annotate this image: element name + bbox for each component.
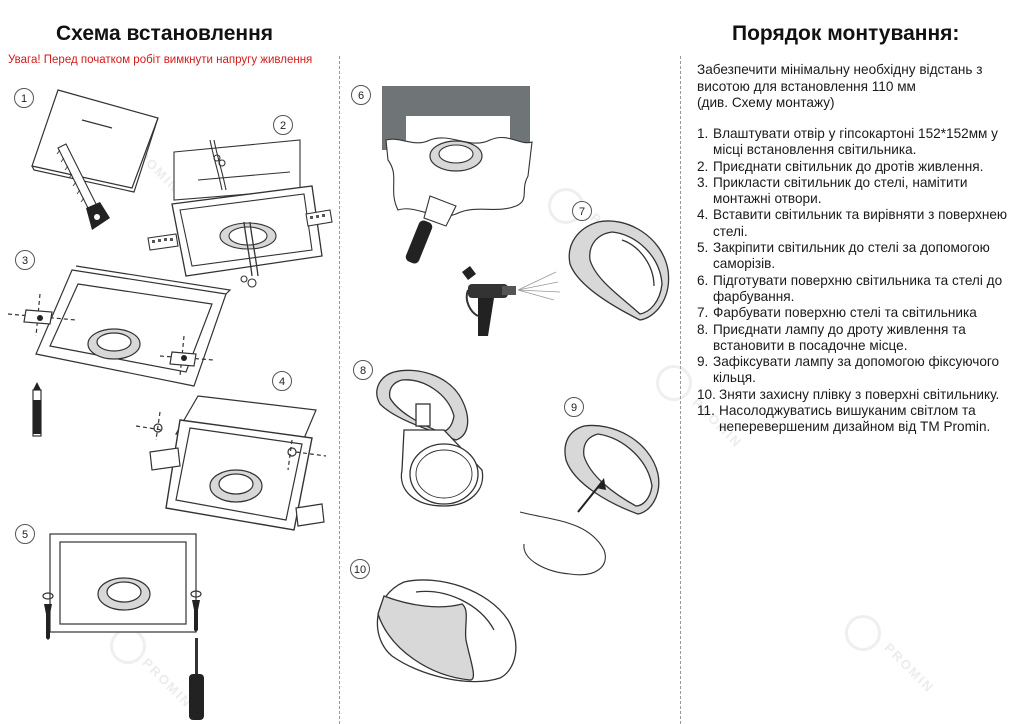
list-item: 1.Влаштувати отвір у гіпсокартоні 152*15… [697,126,998,158]
step-label-7: 7 [572,201,592,221]
spatula-icon [405,195,457,264]
illustration-connect-wires [147,139,333,288]
watermark-text: PROMIN [139,655,196,711]
list-item: 2.Приєднати світильник до дротів живленн… [697,158,984,174]
mounting-order-title: Порядок монтування: [732,22,960,45]
step-label-3: 3 [15,250,35,270]
step-label-8: 8 [353,360,373,380]
list-item: 10.Зняти захисну плівку з поверхні світи… [697,386,1000,402]
step-label-6: 6 [351,85,371,105]
illustration-paint [568,220,670,321]
intro-line: (див. Схему монтажу) [697,95,835,110]
watermark-logo [656,365,692,401]
list-item: 11.Насолоджуватись вишуканим світлом та … [697,403,991,435]
screwdriver-icon [189,638,204,720]
watermark-logo [110,628,146,664]
illustration-insert-lamp [376,369,484,507]
power-off-warning: Увага! Перед початком робіт вимкнути нап… [8,54,313,66]
step-label-4: 4 [272,371,292,391]
intro-line: Забезпечити мінімальну необхідну відстан… [697,62,983,77]
step-label-9: 9 [564,397,584,417]
illustration-mark-holes [7,265,232,437]
list-item: 6.Підготувати поверхню світильника та ст… [697,272,1003,304]
list-item: 7.Фарбувати поверхню стелі та світильник… [697,305,977,321]
column-divider-right [680,56,681,724]
watermark-text: PROMIN [881,640,938,696]
step-label-5: 5 [15,524,35,544]
list-item: 9.Зафіксувати лампу за допомогою фіксуюч… [697,354,1000,386]
illustration-prepare-surface [382,86,561,336]
intro-line: висотою для встановлення 110 мм [697,78,916,94]
watermark-logo [845,615,881,651]
screw-icon [44,600,200,640]
list-item: 3.Прикласти світильник до стелі, намітит… [697,174,968,207]
list-item: 5.Закріпити світильник до стелі за допом… [697,240,990,272]
hand-saw-icon [56,143,110,230]
list-item: 8.Приєднати лампу до дроту живлення та в… [697,321,966,353]
illustration-cut-drywall [31,89,159,230]
column-divider-left [339,56,340,724]
spray-gun-icon [462,266,516,336]
installation-scheme-title: Схема встановлення [56,22,274,45]
intro-text: Забезпечити мінімальну необхідну відстан… [697,62,1017,112]
illustration-remove-film [376,579,517,683]
illustration-fix-screws [42,533,204,720]
step-label-10: 10 [350,559,370,579]
mounting-steps-list: 1.Влаштувати отвір у гіпсокартоні 152*15… [697,126,1022,436]
step-label-2: 2 [273,115,293,135]
illustration-fixing-ring [519,424,660,576]
illustration-insert-align [135,395,327,531]
step-label-1: 1 [14,88,34,108]
list-item: 4.Вставити світильник та вирівняти з пов… [697,207,1008,239]
